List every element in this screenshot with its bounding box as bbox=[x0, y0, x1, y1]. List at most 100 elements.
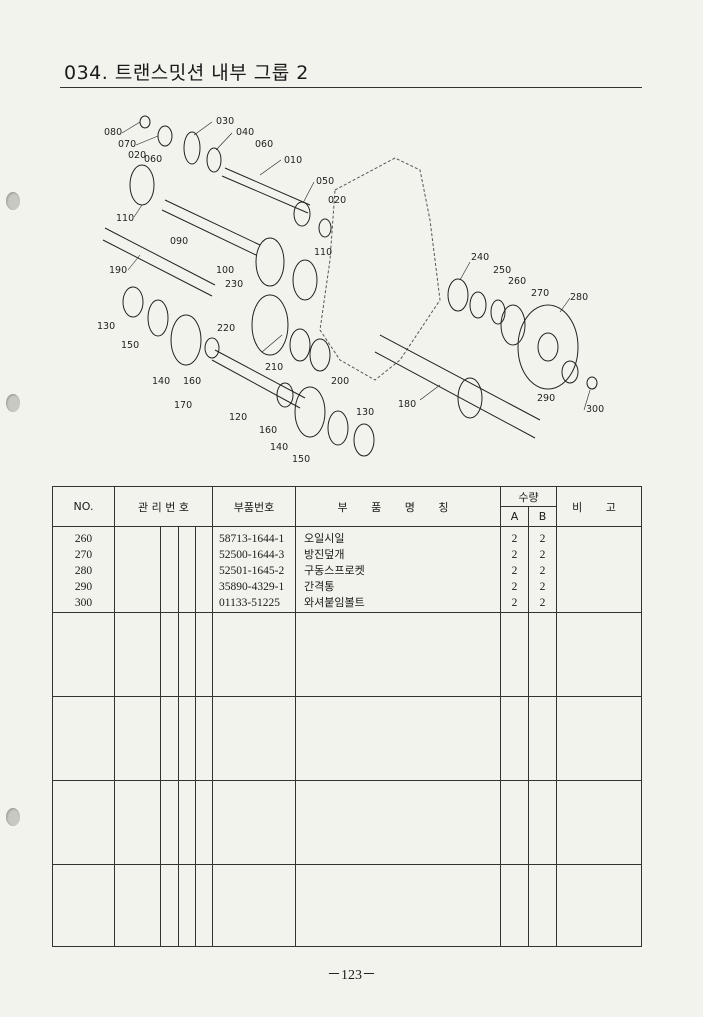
row-part-no: 52500-1644-3 bbox=[219, 549, 285, 561]
gear-150-right bbox=[327, 410, 349, 446]
callout-080: 080 bbox=[104, 127, 122, 138]
row-qty-b: 2 bbox=[539, 581, 546, 593]
callout-060: 060 bbox=[144, 154, 162, 165]
gear-050 bbox=[293, 201, 311, 227]
page-title: 034. 트랜스밋션 내부 그룹 2 bbox=[64, 62, 309, 84]
row-no: 280 bbox=[74, 565, 93, 577]
sprocket-280 bbox=[517, 304, 579, 390]
leader-lines bbox=[121, 121, 591, 411]
callout-140: 140 bbox=[152, 376, 170, 387]
gear-140-right bbox=[294, 386, 326, 438]
row-qty-a: 2 bbox=[511, 533, 518, 545]
bearing-070 bbox=[157, 125, 173, 147]
callout-150: 150 bbox=[121, 340, 139, 351]
row-part-no: 52501-1645-2 bbox=[219, 565, 285, 577]
callout-290: 290 bbox=[537, 393, 555, 404]
table-group-4 bbox=[52, 780, 643, 865]
gear-220 bbox=[251, 294, 289, 356]
callout-110: 110 bbox=[116, 213, 134, 224]
callout-020: 020 bbox=[128, 150, 146, 161]
washer-250 bbox=[469, 291, 487, 319]
gear-100 bbox=[255, 237, 285, 287]
callout-090: 090 bbox=[170, 236, 188, 247]
row-part-name: 오일시일 bbox=[304, 532, 345, 545]
row-qty-a: 2 bbox=[511, 549, 518, 561]
callout-140: 140 bbox=[270, 442, 288, 453]
collar-180 bbox=[457, 377, 483, 419]
callout-100: 100 bbox=[216, 265, 234, 276]
gear-040 bbox=[206, 147, 222, 173]
col-header-qty-b: B bbox=[528, 506, 558, 527]
row-part-name: 구동스프로켓 bbox=[304, 564, 365, 577]
row-qty-a: 2 bbox=[511, 581, 518, 593]
binder-hole bbox=[6, 808, 20, 826]
col-header-part-no: 부품번호 bbox=[212, 486, 297, 527]
callout-300: 300 bbox=[586, 404, 604, 415]
ring-160-left bbox=[204, 337, 220, 359]
exploded-parts-diagram: 080 070 020 060 030 040 060 010 050 020 … bbox=[97, 115, 604, 465]
col-header-no: NO. bbox=[52, 486, 115, 527]
snap-ring-080 bbox=[139, 115, 151, 129]
shaft-180 bbox=[374, 334, 541, 439]
row-qty-b: 2 bbox=[539, 549, 546, 561]
row-part-name: 방진덮개 bbox=[304, 548, 345, 561]
callout-010: 010 bbox=[284, 155, 302, 166]
row-qty-b: 2 bbox=[539, 597, 546, 609]
callout-250: 250 bbox=[493, 265, 511, 276]
bearing-020 bbox=[318, 218, 332, 238]
bolt-300 bbox=[586, 376, 598, 390]
row-part-no: 58713-1644-1 bbox=[219, 533, 285, 545]
bearing-130-right bbox=[353, 423, 375, 457]
callout-130: 130 bbox=[356, 407, 374, 418]
binder-hole bbox=[6, 192, 20, 210]
callout-150: 150 bbox=[292, 454, 310, 465]
gear-140-left bbox=[170, 314, 202, 366]
callout-240: 240 bbox=[471, 252, 489, 263]
binder-hole bbox=[6, 394, 20, 412]
row-no: 290 bbox=[74, 581, 93, 593]
row-no: 300 bbox=[74, 597, 93, 609]
ring-160-right bbox=[276, 382, 294, 408]
parts-table: NO. 관 리 번 호 부품번호 부 품 명 칭 수량 비 고 A B 260 … bbox=[52, 486, 643, 947]
bearing-130-left bbox=[122, 286, 144, 318]
callout-130: 130 bbox=[97, 321, 115, 332]
callout-070: 070 bbox=[118, 139, 136, 150]
gear-110-upper bbox=[129, 164, 155, 206]
row-part-no: 01133-51225 bbox=[219, 597, 280, 609]
col-header-mgmt-no: 관 리 번 호 bbox=[113, 486, 214, 527]
shaft-090 bbox=[161, 199, 261, 256]
col-header-qty-a: A bbox=[500, 506, 530, 527]
row-qty-b: 2 bbox=[539, 565, 546, 577]
page-number: －123－ bbox=[327, 968, 376, 983]
callout-170: 170 bbox=[174, 400, 192, 411]
table-group-5 bbox=[52, 864, 643, 947]
callout-260: 260 bbox=[508, 276, 526, 287]
callout-210: 210 bbox=[265, 362, 283, 373]
row-qty-a: 2 bbox=[511, 597, 518, 609]
transmission-case bbox=[319, 157, 441, 381]
row-part-no: 35890-4329-1 bbox=[219, 581, 285, 593]
col-header-qty: 수량 bbox=[500, 486, 558, 507]
callout-230: 230 bbox=[225, 279, 243, 290]
shaft-120 bbox=[211, 349, 306, 409]
row-part-name: 와셔붙임볼트 bbox=[304, 596, 365, 609]
callout-020: 020 bbox=[328, 195, 346, 206]
callout-labels: 080 070 020 060 030 040 060 010 050 020 … bbox=[97, 116, 604, 465]
bearing-260 bbox=[490, 299, 506, 325]
spacer-290 bbox=[561, 360, 579, 384]
title-rule bbox=[60, 87, 642, 88]
cover-270 bbox=[500, 304, 526, 346]
callout-200: 200 bbox=[331, 376, 349, 387]
callout-180: 180 bbox=[398, 399, 416, 410]
callout-050: 050 bbox=[316, 176, 334, 187]
bearing-210 bbox=[289, 328, 311, 362]
callout-160: 160 bbox=[183, 376, 201, 387]
callout-120: 120 bbox=[229, 412, 247, 423]
callout-110: 110 bbox=[314, 247, 332, 258]
col-header-remarks: 비 고 bbox=[556, 486, 643, 527]
gear-110-lower bbox=[292, 259, 318, 301]
callout-220: 220 bbox=[217, 323, 235, 334]
ring-200 bbox=[309, 338, 331, 372]
row-qty-a: 2 bbox=[511, 565, 518, 577]
table-group-1: 260 270 280 290 300 58713-1644-1 52500-1… bbox=[52, 526, 643, 613]
